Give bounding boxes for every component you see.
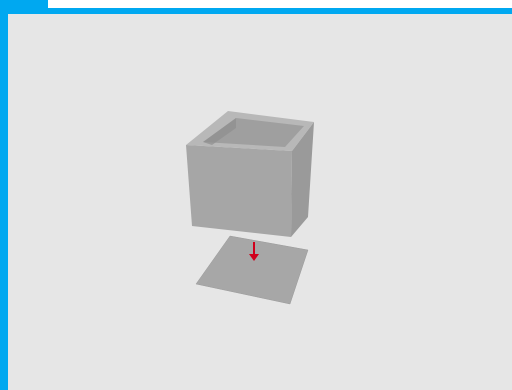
3d-viewport[interactable] (8, 14, 512, 390)
target-plate (196, 236, 308, 304)
top-bar (48, 0, 512, 8)
box-front-face (186, 145, 292, 237)
box (186, 111, 314, 237)
scene-canvas[interactable] (8, 14, 512, 390)
